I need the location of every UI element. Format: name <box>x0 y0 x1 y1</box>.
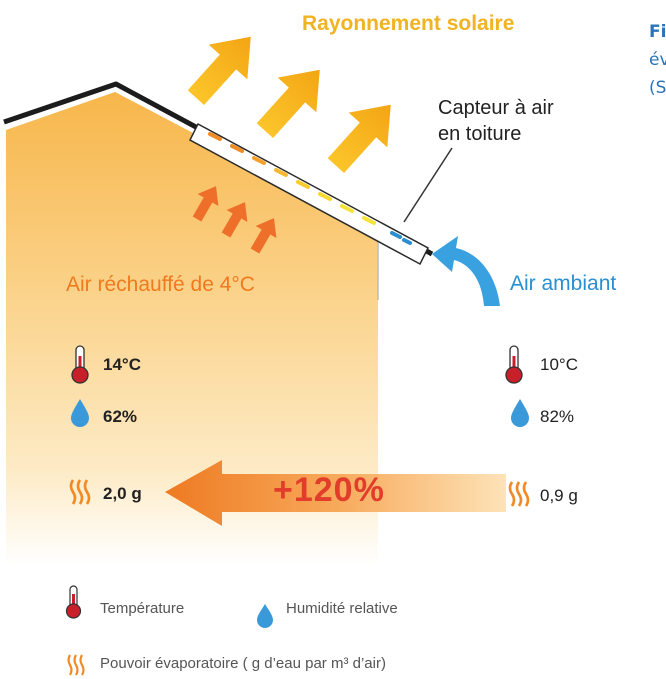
heat-arrow-icon <box>192 186 277 254</box>
figure-caption-line3: (S <box>649 78 666 98</box>
house-interior <box>6 92 378 565</box>
air-inflow-arrow-icon <box>432 236 500 306</box>
gain-percentage: +120% <box>273 471 385 509</box>
roof-collector-label: Capteur à air en toiture <box>438 95 554 147</box>
legend-temperature: Température <box>100 600 185 617</box>
evaporation-waves-icon <box>67 654 85 676</box>
collector-airflow <box>208 132 412 245</box>
roof-collector-label-line1: Capteur à air <box>438 97 554 119</box>
thermometer-icon <box>505 345 523 384</box>
warmed-air-label: Air réchauffé de 4°C <box>66 273 255 296</box>
roof-collector-label-line2: en toiture <box>438 123 522 145</box>
thermometer-icon <box>71 345 89 384</box>
figure-caption-line1: Fi <box>649 22 666 42</box>
capteur-pointer <box>403 147 453 223</box>
evaporation-waves-icon <box>69 479 91 505</box>
figure-caption: Fi év (S <box>649 18 666 102</box>
water-drop-icon <box>257 604 273 628</box>
sun-arrow-icon <box>187 36 391 174</box>
gain-arrow <box>165 460 506 526</box>
water-drop-icon <box>71 399 89 427</box>
figure-caption-line2: év <box>649 50 666 70</box>
inside-evaporative: 2,0 g <box>103 484 142 503</box>
thermometer-icon <box>65 585 82 619</box>
legend-evaporative: Pouvoir évaporatoire ( g d’eau par m³ d’… <box>100 655 386 672</box>
legend-humidity: Humidité relative <box>286 600 398 617</box>
roof-air-collector <box>189 122 429 266</box>
solar-radiation-label: Rayonnement solaire <box>302 12 515 35</box>
outside-humidity: 82% <box>540 407 575 426</box>
inside-humidity: 62% <box>103 407 138 426</box>
outside-temperature: 10°C <box>540 355 578 374</box>
evaporation-waves-icon <box>508 481 530 507</box>
inside-temperature: 14°C <box>103 355 141 374</box>
water-drop-icon <box>511 399 529 427</box>
outside-evaporative: 0,9 g <box>540 486 578 505</box>
ambient-air-label: Air ambiant <box>510 272 617 295</box>
